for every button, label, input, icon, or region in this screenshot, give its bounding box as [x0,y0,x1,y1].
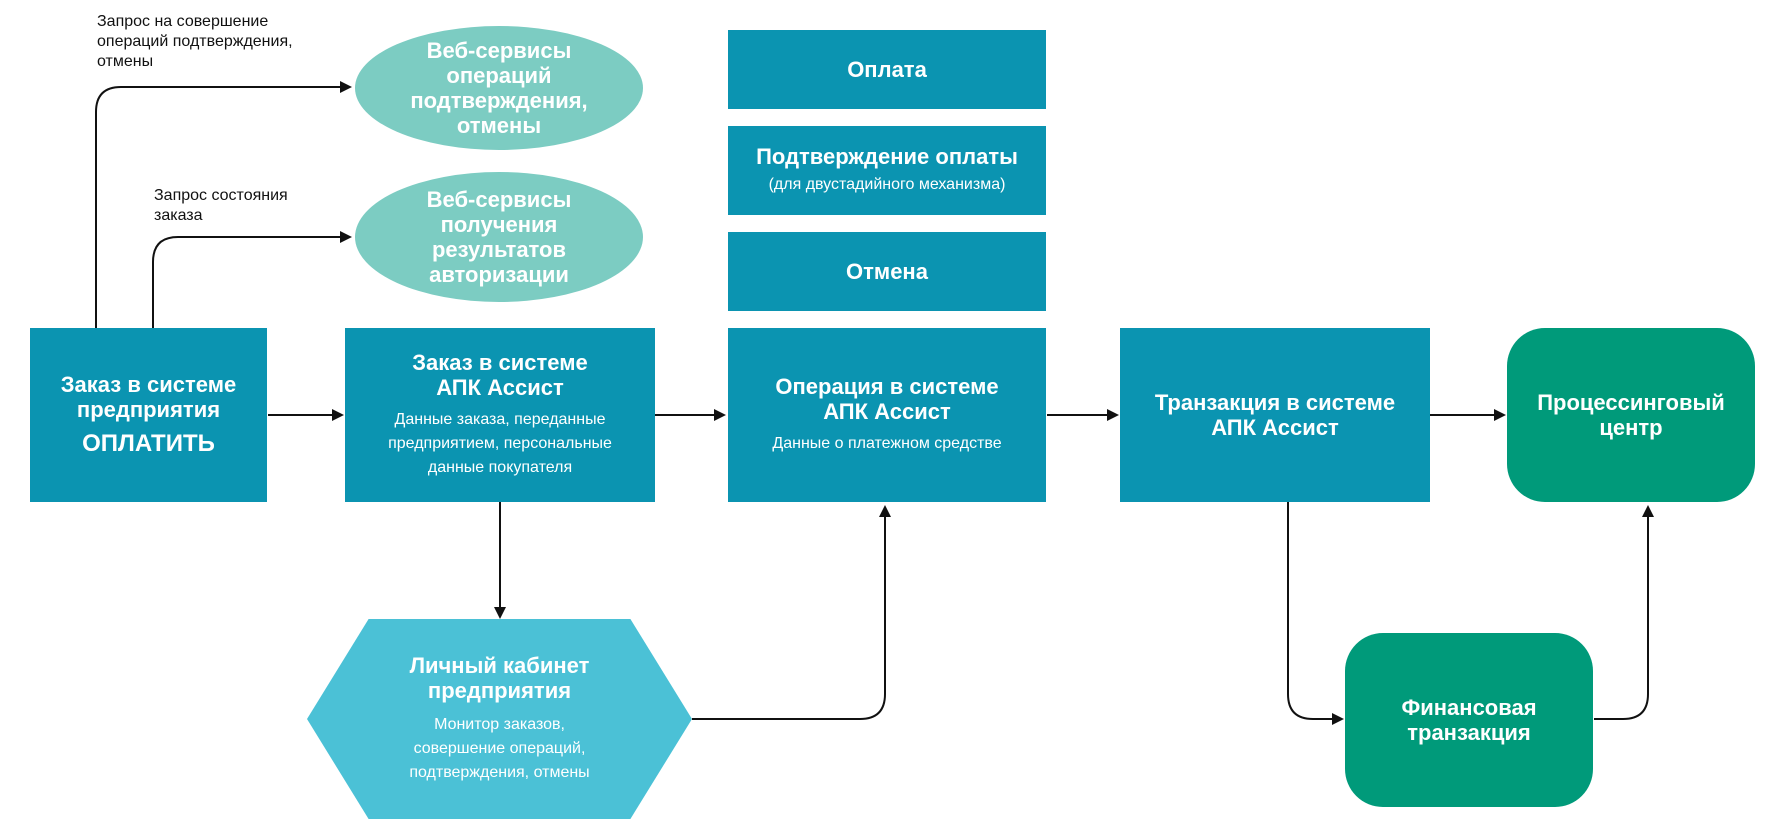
payment-confirm-title: Подтверждение оплаты [756,144,1018,169]
ws-confirm-title: Веб-сервисы операций подтверждения, отме… [410,38,588,138]
apk-order-title: Заказ в системе АПК Ассист [412,350,588,400]
arrow-transaction-to-financial [1287,502,1344,725]
arrow-cabinet-to-operation [692,505,891,720]
payment-title: Оплата [847,57,927,82]
payment-confirm-box: Подтверждение оплаты (для двустадийного … [728,126,1046,215]
pay-action-label: ОПЛАТИТЬ [82,430,215,457]
request-confirm-label: Запрос на совершение операций подтвержде… [97,13,293,70]
processing-center-title: Процессинговый центр [1537,390,1725,440]
apk-order-box: Заказ в системе АПК Ассист Данные заказа… [345,328,655,502]
arrow-financial-to-processing [1594,505,1654,720]
enterprise-order-box: Заказ в системе предприятия ОПЛАТИТЬ [30,328,267,502]
operation-title: Операция в системе АПК Ассист [775,374,999,424]
payment-confirm-subtitle: (для двустадийного механизма) [768,176,1006,193]
cancel-title: Отмена [846,259,928,284]
arrow-enterprise-to-ws-results [152,231,352,328]
apk-order-subtitle: Данные заказа, переданные предприятием, … [388,411,612,476]
enterprise-cabinet-hexagon: Личный кабинет предприятия Монитор заказ… [307,619,692,819]
cancel-box: Отмена [728,232,1046,311]
transaction-box: Транзакция в системе АПК Ассист [1120,328,1430,502]
processing-center-box: Процессинговый центр [1507,328,1755,502]
payment-box: Оплата [728,30,1046,109]
ws-confirm-ellipse: Веб-сервисы операций подтверждения, отме… [355,26,643,150]
financial-transaction-title: Финансовая транзакция [1401,695,1537,745]
operation-subtitle: Данные о платежном средстве [772,435,1002,452]
enterprise-order-title: Заказ в системе предприятия [60,372,237,422]
enterprise-cabinet-title: Личный кабинет предприятия [409,653,590,703]
ws-results-title: Веб-сервисы получения результатов автори… [426,187,572,287]
request-status-label: Запрос состояния заказа [154,187,288,224]
financial-transaction-box: Финансовая транзакция [1345,633,1593,807]
transaction-title: Транзакция в системе АПК Ассист [1154,390,1396,440]
arrow-enterprise-to-ws-confirm [95,81,352,328]
operation-box: Операция в системе АПК Ассист Данные о п… [728,328,1046,502]
enterprise-cabinet-subtitle: Монитор заказов, совершение операций, по… [409,716,590,781]
ws-results-ellipse: Веб-сервисы получения результатов автори… [355,172,643,302]
